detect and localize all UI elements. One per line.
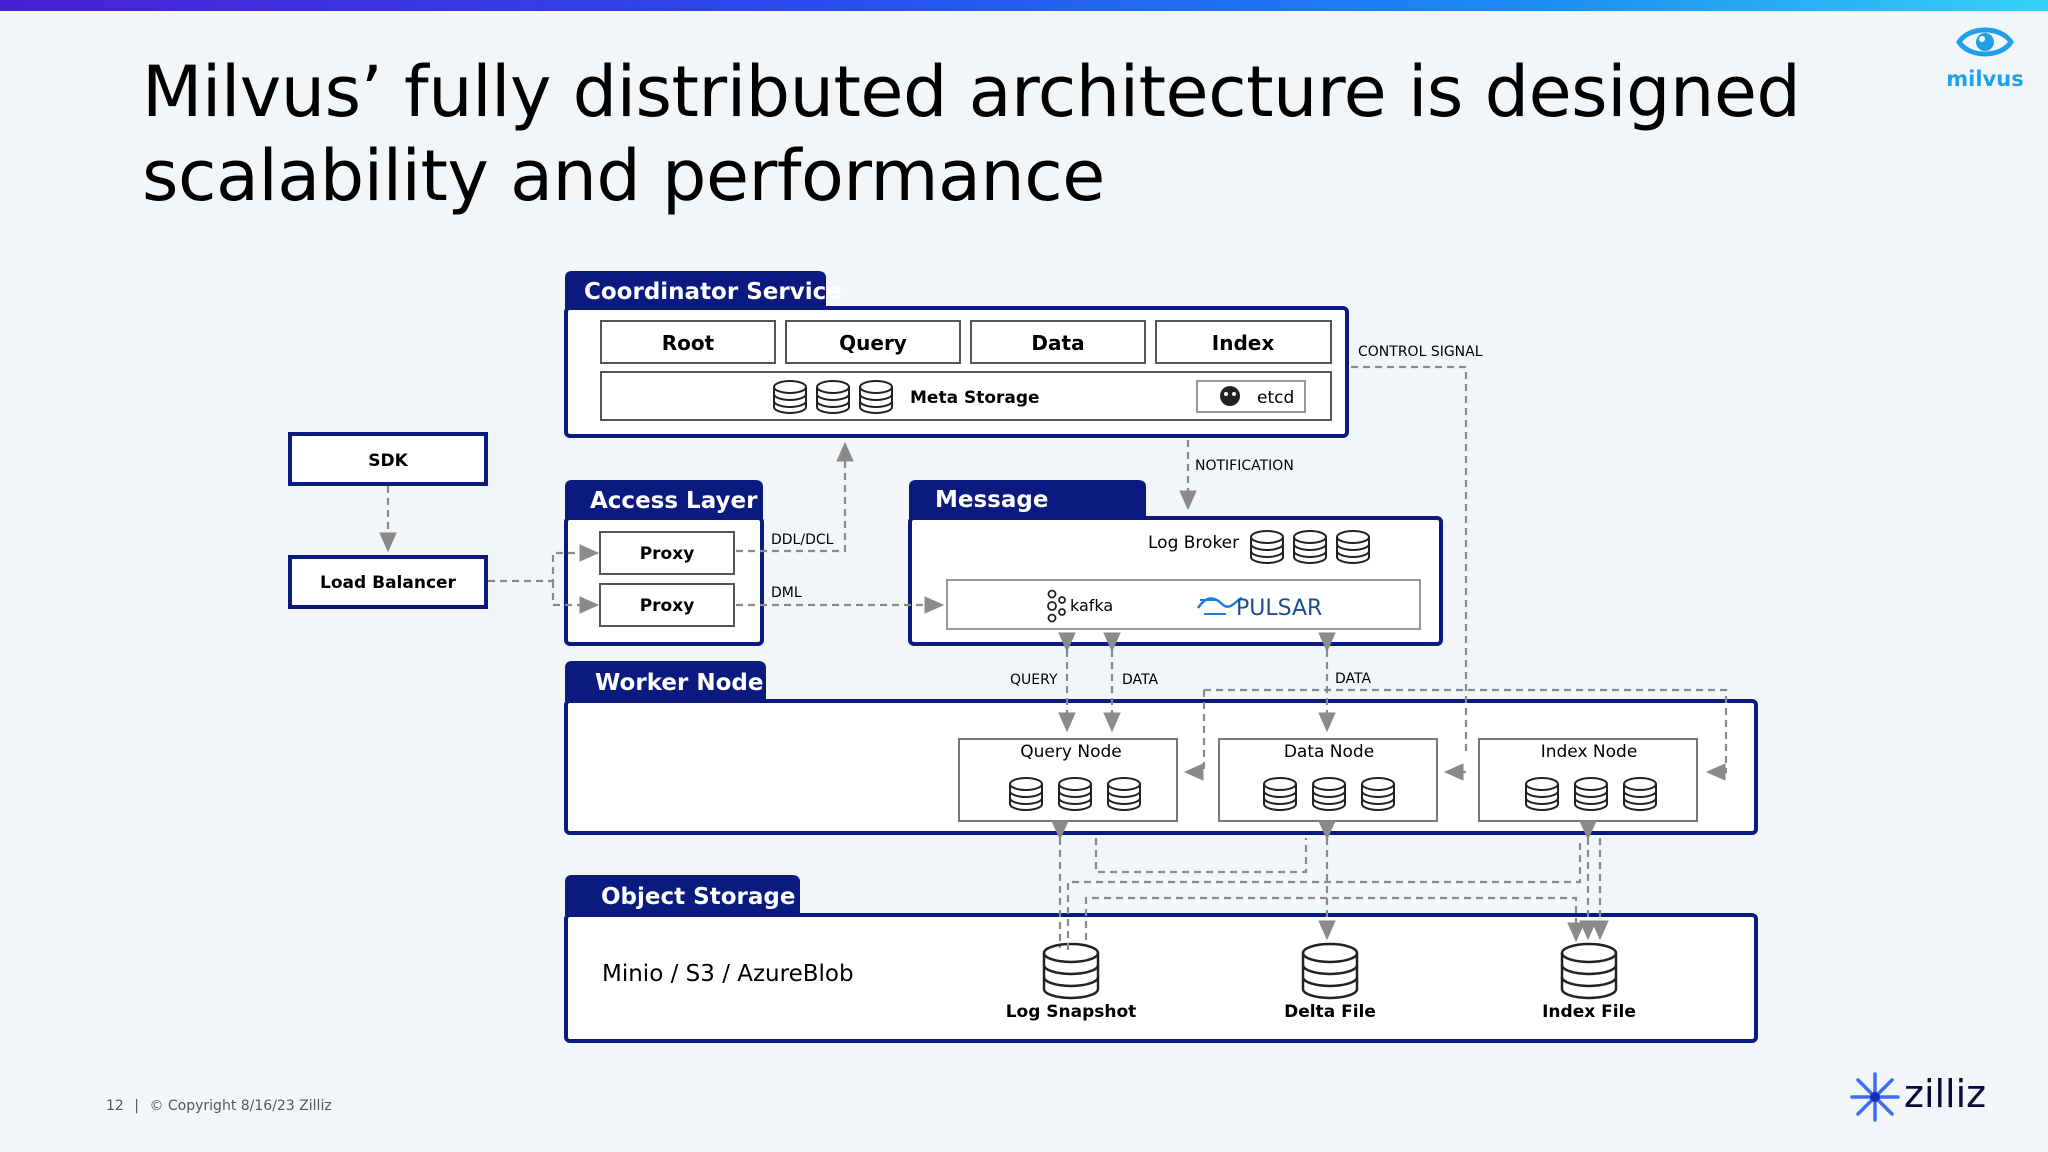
worker-title: Worker Node (595, 670, 763, 696)
etcd-icon (1220, 386, 1240, 406)
meta-storage-db-icons (773, 380, 893, 414)
notification-label: NOTIFICATION (1195, 458, 1294, 474)
page-number: 12 (106, 1098, 124, 1114)
footer-separator: | (134, 1098, 139, 1114)
zilliz-logo: zilliz (1848, 1070, 2028, 1126)
footer: 12 | © Copyright 8/16/23 Zilliz (106, 1098, 338, 1114)
data-label-2: DATA (1335, 671, 1371, 687)
zilliz-logo-text: zilliz (1904, 1072, 1987, 1116)
object-storage-backends: Minio / S3 / AzureBlob (602, 961, 854, 987)
milvus-logo-text: milvus (1946, 67, 2024, 91)
pulsar-icon (1197, 596, 1243, 615)
object-storage-title: Object Storage (601, 884, 795, 910)
kafka-icon (1047, 589, 1066, 623)
title-line-2: scalability and performance (142, 135, 1105, 217)
ddl-label: DDL/DCL (771, 532, 834, 548)
top-gradient-bar (0, 0, 2048, 11)
data-node-db-icons (1263, 777, 1395, 811)
log-snapshot-label: Log Snapshot (1006, 1002, 1137, 1022)
delta-file-db-icon (1301, 942, 1359, 1000)
data-label-1: DATA (1122, 672, 1158, 688)
query-label: QUERY (1010, 672, 1058, 688)
index-node-db-icons (1525, 777, 1657, 811)
delta-file-label: Delta File (1284, 1002, 1376, 1022)
query-node-db-icons (1009, 777, 1141, 811)
load-balancer-label: Load Balancer (320, 573, 457, 593)
etcd-label: etcd (1257, 388, 1294, 408)
index-file-label: Index File (1542, 1002, 1636, 1022)
access-layer-title: Access Layer (590, 488, 758, 514)
coordinator-roles: Root Query Data Index (600, 320, 1332, 364)
pulsar-label: PULSAR (1236, 596, 1322, 621)
control-signal-label: CONTROL SIGNAL (1358, 344, 1483, 360)
sdk-label: SDK (368, 451, 408, 471)
coordinator-title: Coordinator Service (584, 279, 842, 305)
dml-label: DML (771, 585, 802, 601)
worker-node: Worker Node Query Node Data Node Index N… (564, 661, 1758, 835)
meta-storage-label: Meta Storage (910, 388, 1040, 408)
connectors (379, 365, 1728, 950)
message-title: Message (935, 487, 1048, 513)
object-storage: Object Storage Minio / S3 / AzureBlob Lo… (564, 875, 1758, 1043)
message-storage: Message Log Broker kafka PULSAR (908, 480, 1443, 646)
title-line-1: Milvus’ fully distributed architecture i… (142, 51, 1801, 133)
role-index: Index (1212, 331, 1275, 355)
milvus-logo: milvus (1940, 22, 2030, 102)
role-data: Data (1031, 331, 1084, 355)
role-query: Query (839, 331, 907, 355)
milvus-eye-icon (1956, 27, 2014, 57)
access-layer: Access Layer Proxy Proxy (564, 480, 764, 646)
load-balancer-box: Load Balancer (288, 555, 488, 609)
edge-labels: CONTROL SIGNAL NOTIFICATION DDL/DCL DML … (771, 344, 1483, 688)
sdk-box: SDK (288, 432, 488, 486)
query-node-label: Query Node (1020, 742, 1121, 762)
log-snapshot-db-icon (1042, 942, 1100, 1000)
role-root: Root (662, 331, 715, 355)
proxy-2-label: Proxy (640, 596, 695, 616)
page-title: Milvus’ fully distributed architecture i… (142, 50, 1842, 218)
kafka-label: kafka (1070, 596, 1113, 615)
coordinator-service: Coordinator Service Root Query Data Inde… (564, 271, 1349, 438)
log-broker-label: Log Broker (1148, 533, 1239, 553)
etcd-box (1196, 380, 1306, 413)
copyright-text: © Copyright 8/16/23 Zilliz (149, 1098, 332, 1114)
data-node-label: Data Node (1284, 742, 1374, 762)
log-broker-db-icons (1250, 530, 1370, 564)
proxy-1-label: Proxy (640, 544, 695, 564)
index-file-db-icon (1560, 942, 1618, 1000)
zilliz-star-icon (1850, 1072, 1900, 1122)
index-node-label: Index Node (1541, 742, 1638, 762)
